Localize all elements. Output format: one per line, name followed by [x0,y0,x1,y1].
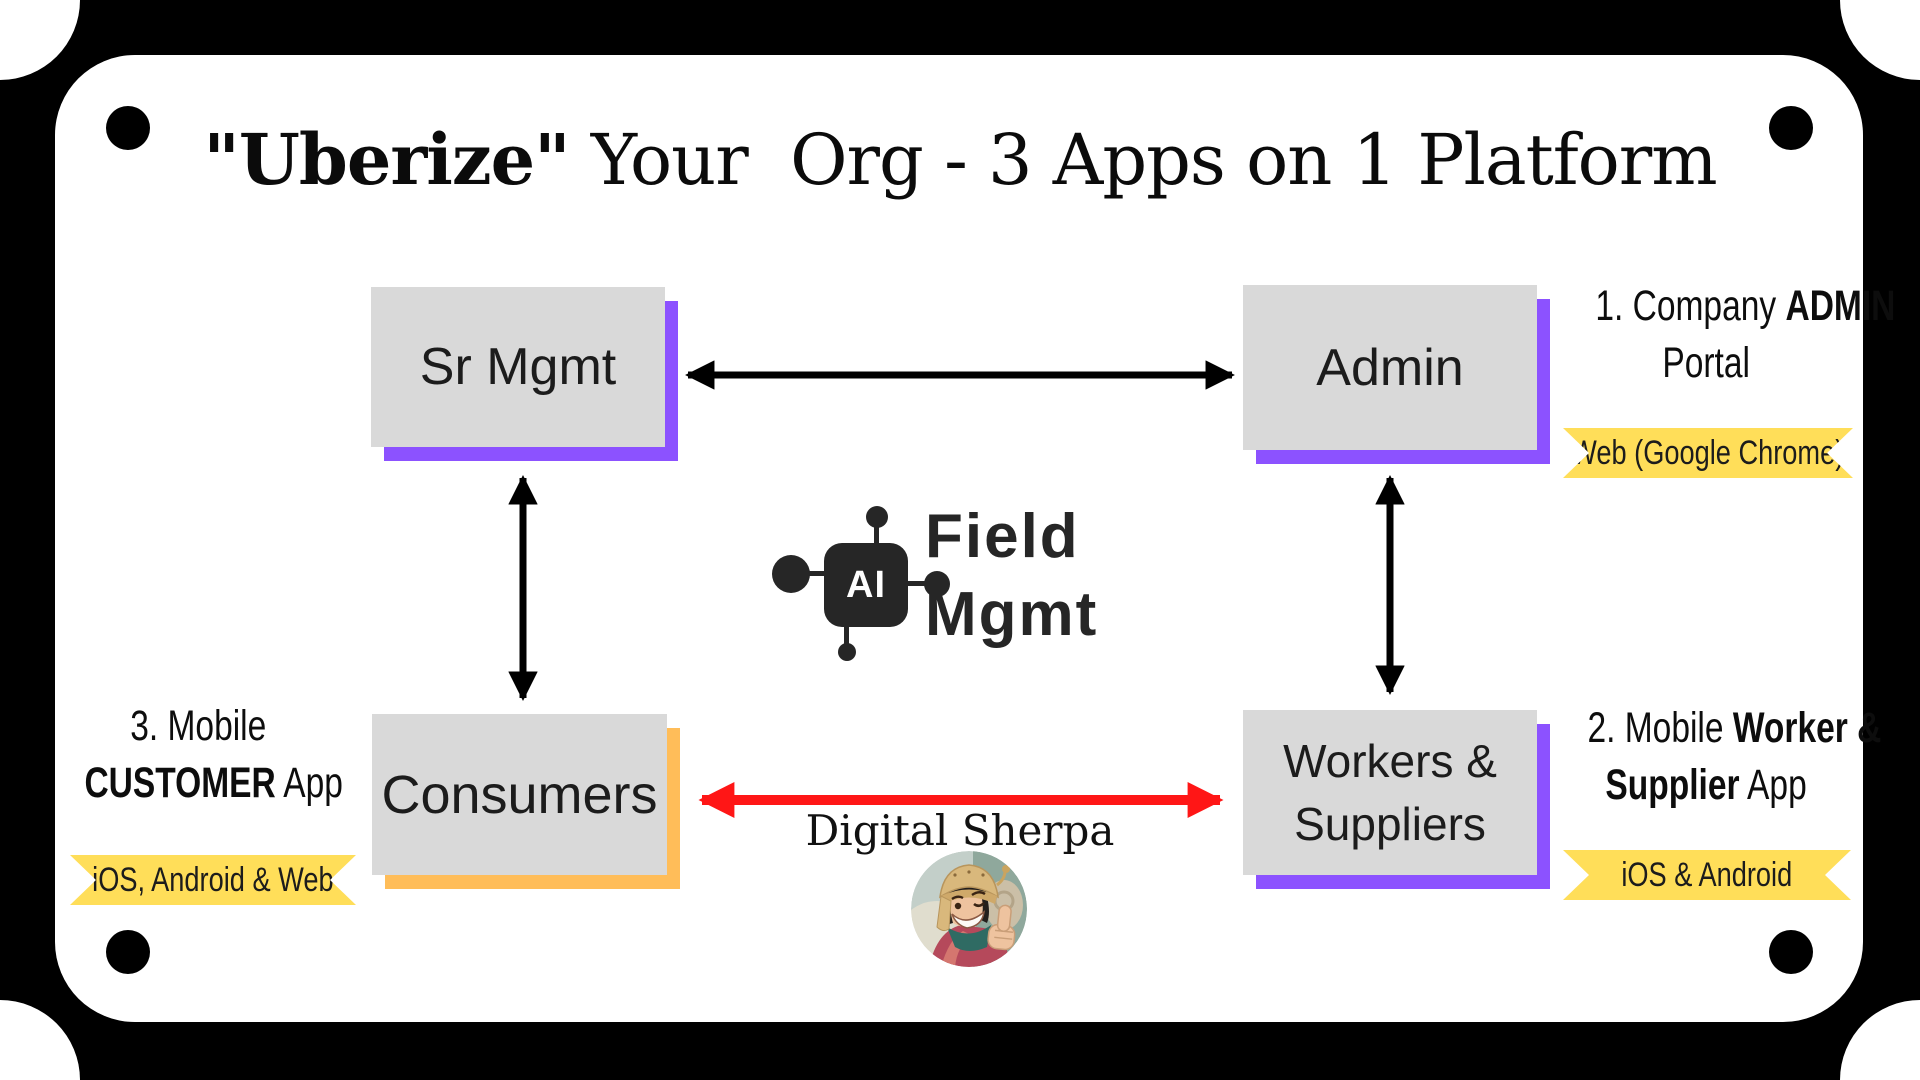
chip-node-dot [772,555,810,593]
sherpa-character-icon [911,851,1027,967]
annotation-line: Supplier App [1605,757,1806,814]
ribbon-text: Web (Google Chrome) [1571,433,1845,472]
annotation-line: 1. Company ADMIN [1595,278,1895,335]
node-label: Admin [1316,338,1464,397]
annotation-bold-text: Supplier [1605,760,1740,809]
ai-chip-text: AI [846,563,886,606]
annotation-text: App [275,758,343,807]
annotation-line: 2. Mobile Worker & [1587,700,1881,757]
digital-sherpa-label: Digital Sherpa [805,806,1115,855]
chip-connector [905,581,927,586]
annotation-text: Portal [1662,338,1750,387]
annotation-bold-text: Worker & [1732,704,1882,752]
annotation-text: 3. Mobile [129,702,267,750]
node-label: Sr Mgmt [419,338,617,396]
ai-chip-icon: AI [824,543,908,627]
node-label-line2: Suppliers [1294,797,1486,850]
chip-node-dot [838,643,856,661]
annotation-line: Portal [1662,335,1750,392]
logo-word-line1: Field [925,502,1080,571]
chip-node-dot [866,506,888,528]
node-label-line1: Workers & [1283,735,1497,788]
page-title: "Uberize" Your Org - 3 Apps on 1 Platfor… [0,118,1920,201]
annotation-text: App [1739,760,1807,809]
corner-notch [0,0,80,80]
corner-notch [1840,0,1920,80]
chip-connector [806,571,828,576]
corner-screw-dot [106,106,150,150]
ribbon-text: iOS & Android [1621,855,1793,894]
title-bold-word: "Uberize" [203,118,570,201]
annotation-admin-portal: 1. Company ADMIN Portal [1553,278,1895,392]
logo-wordmark: Field Mgmt [925,498,1098,654]
sherpa-avatar [911,851,1027,967]
corner-screw-dot [1769,930,1813,974]
chip-connector [844,624,849,646]
logo-word-line2: Mgmt [925,580,1099,650]
annotation-worker-supplier: 2. Mobile Worker & Supplier App [1546,700,1881,814]
annotation-line: CUSTOMER App [84,755,342,812]
annotation-bold-text: CUSTOMER [84,758,276,807]
ribbon-text: iOS, Android & Web [92,860,334,899]
ribbon-banner-ios-android: iOS & Android [1563,850,1851,900]
ribbon-banner-ios-android-web: iOS, Android & Web [70,855,356,905]
corner-screw-dot [1769,106,1813,150]
node-label: Consumers [381,764,658,825]
node-box-consumers: Consumers [372,714,667,875]
title-rest: Your Org - 3 Apps on 1 Platform [569,119,1718,201]
node-box-sr-mgmt: Sr Mgmt [371,287,665,447]
chip-node-dot [924,571,950,597]
corner-notch [1840,1000,1920,1080]
annotation-bold-text: ADMIN [1785,282,1896,330]
corner-notch [0,1000,80,1080]
ribbon-banner-web: Web (Google Chrome) [1563,428,1853,478]
annotation-line: 3. Mobile [130,698,266,755]
annotation-text: 2. Mobile [1587,704,1733,752]
node-box-admin: Admin [1243,285,1537,450]
node-box-workers-suppliers: Workers & Suppliers [1243,710,1537,875]
annotation-customer-app: 3. Mobile CUSTOMER App [48,698,348,812]
annotation-text: 1. Company [1595,282,1786,330]
corner-screw-dot [106,930,150,974]
chip-connector [874,526,879,546]
